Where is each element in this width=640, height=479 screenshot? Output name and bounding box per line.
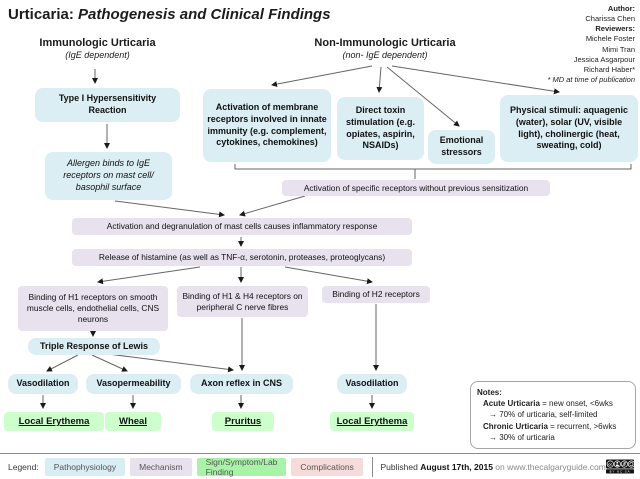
node-wheal: Wheal [105, 412, 161, 431]
reviewer-name: Michele Foster [585, 34, 635, 44]
cc-nc-icon: $ [620, 460, 628, 468]
node-axon-reflex-cns: Axon reflex in CNS [190, 374, 293, 394]
cc-license-badge: cc $ BY NC SA [605, 459, 634, 474]
cc-icon: cc [606, 460, 614, 468]
node-physical-stimuli: Physical stimuli: aquagenic (water), sol… [500, 95, 638, 162]
cc-sa-icon [627, 460, 634, 468]
acute-def: = new onset, <6wks [539, 399, 613, 409]
node-h1-h4-receptors: Binding of H1 & H4 receptors on peripher… [177, 286, 308, 317]
author-label: Author: [607, 4, 635, 13]
node-allergen-binds-ige: Allergen binds to IgE receptors on mast … [45, 152, 172, 200]
node-emotional-stressors: Emotional stressors [428, 130, 495, 164]
legend-chip-sign-symptom: Sign/Symptom/Lab Finding [196, 457, 287, 477]
published-mid: on [492, 461, 508, 472]
chronic-def: = recurrent, >6wks [547, 421, 617, 431]
node-vasodilation-right: Vasodilation [337, 374, 407, 394]
published-line: Published August 17th, 2015 on www.theca… [380, 462, 605, 472]
title-word: Urticaria: [8, 6, 74, 23]
reviewer-name: Mimi Tran [602, 44, 635, 54]
node-histamine-release: Release of histamine (as well as TNF-α, … [72, 249, 412, 266]
immunologic-heading: Immunologic Urticaria (IgE dependent) [20, 37, 175, 60]
md-footnote: * MD at time of publication [547, 74, 635, 84]
node-receptor-activation: Activation of specific receptors without… [282, 180, 550, 196]
svg-text:BY NC SA: BY NC SA [610, 470, 631, 474]
footer-divider [371, 456, 373, 477]
legend-chip-pathophysiology: Pathophysiology [44, 457, 126, 476]
immunologic-subtitle: (IgE dependent) [65, 50, 130, 60]
node-h2-receptors: Binding of H2 receptors [322, 286, 430, 303]
notes-acute-line: Acute Urticaria = new onset, <6wks [477, 398, 629, 409]
notes-heading: Notes: [477, 388, 502, 397]
published-date: August 17th, 2015 [420, 461, 493, 472]
notes-chronic-line: Chronic Urticaria = recurrent, >6wks [477, 421, 629, 432]
node-pruritus: Pruritus [212, 412, 274, 431]
reviewer-name: Jessica Asgarpour [573, 54, 635, 64]
cc-by-icon [613, 460, 621, 468]
reviewer-name: Richard Haber* [583, 64, 635, 74]
credits-block: Author: Charissa Chen Reviewers: Michele… [475, 4, 635, 85]
node-vasodilation-left: Vasodilation [8, 374, 78, 394]
page-title: Urticaria: Pathogenesis and Clinical Fin… [8, 6, 331, 23]
notes-chronic-detail: → 30% of urticaria [489, 432, 555, 442]
immunologic-title: Immunologic Urticaria [39, 37, 156, 49]
legend-bar: Legend: Pathophysiology Mechanism Sign/S… [0, 453, 640, 479]
published-prefix: Published [380, 461, 421, 472]
node-mast-cell-degranulation: Activation and degranulation of mast cel… [72, 218, 412, 235]
acute-term: Acute Urticaria [483, 399, 540, 409]
node-vasopermeability: Vasopermeability [86, 374, 181, 394]
node-local-erythema-right: Local Erythema [330, 412, 414, 431]
node-local-erythema-left: Local Erythema [4, 412, 104, 431]
node-direct-toxin: Direct toxin stimulation (e.g. opiates, … [337, 97, 424, 160]
legend-chip-mechanism: Mechanism [130, 457, 192, 476]
chronic-term: Chronic Urticaria [483, 421, 548, 431]
reviewers-label: Reviewers: [595, 24, 635, 34]
legend-chip-complications: Complications [291, 457, 363, 476]
node-membrane-receptors: Activation of membrane receptors involve… [203, 89, 331, 162]
site-url: www.thecalgaryguide.com [507, 461, 606, 472]
node-triple-response-lewis: Triple Response of Lewis [28, 338, 160, 355]
notes-box: Notes: Acute Urticaria = new onset, <6wk… [470, 381, 636, 449]
node-type1-hypersensitivity: Type I Hypersensitivity Reaction [35, 88, 180, 122]
non-immunologic-title: Non-Immunologic Urticaria [314, 37, 456, 49]
legend-label: Legend: [8, 461, 39, 472]
title-phrase: Pathogenesis and Clinical Findings [73, 6, 331, 23]
svg-text:cc: cc [608, 462, 612, 466]
notes-acute-detail: → 70% of urticaria, self-limited [489, 410, 598, 420]
non-immunologic-subtitle: (non- IgE dependent) [342, 50, 428, 60]
author-name: Charissa Chen [585, 14, 635, 24]
non-immunologic-heading: Non-Immunologic Urticaria (non- IgE depe… [295, 37, 475, 60]
node-h1-receptors-smooth-muscle: Binding of H1 receptors on smooth muscle… [18, 286, 168, 331]
